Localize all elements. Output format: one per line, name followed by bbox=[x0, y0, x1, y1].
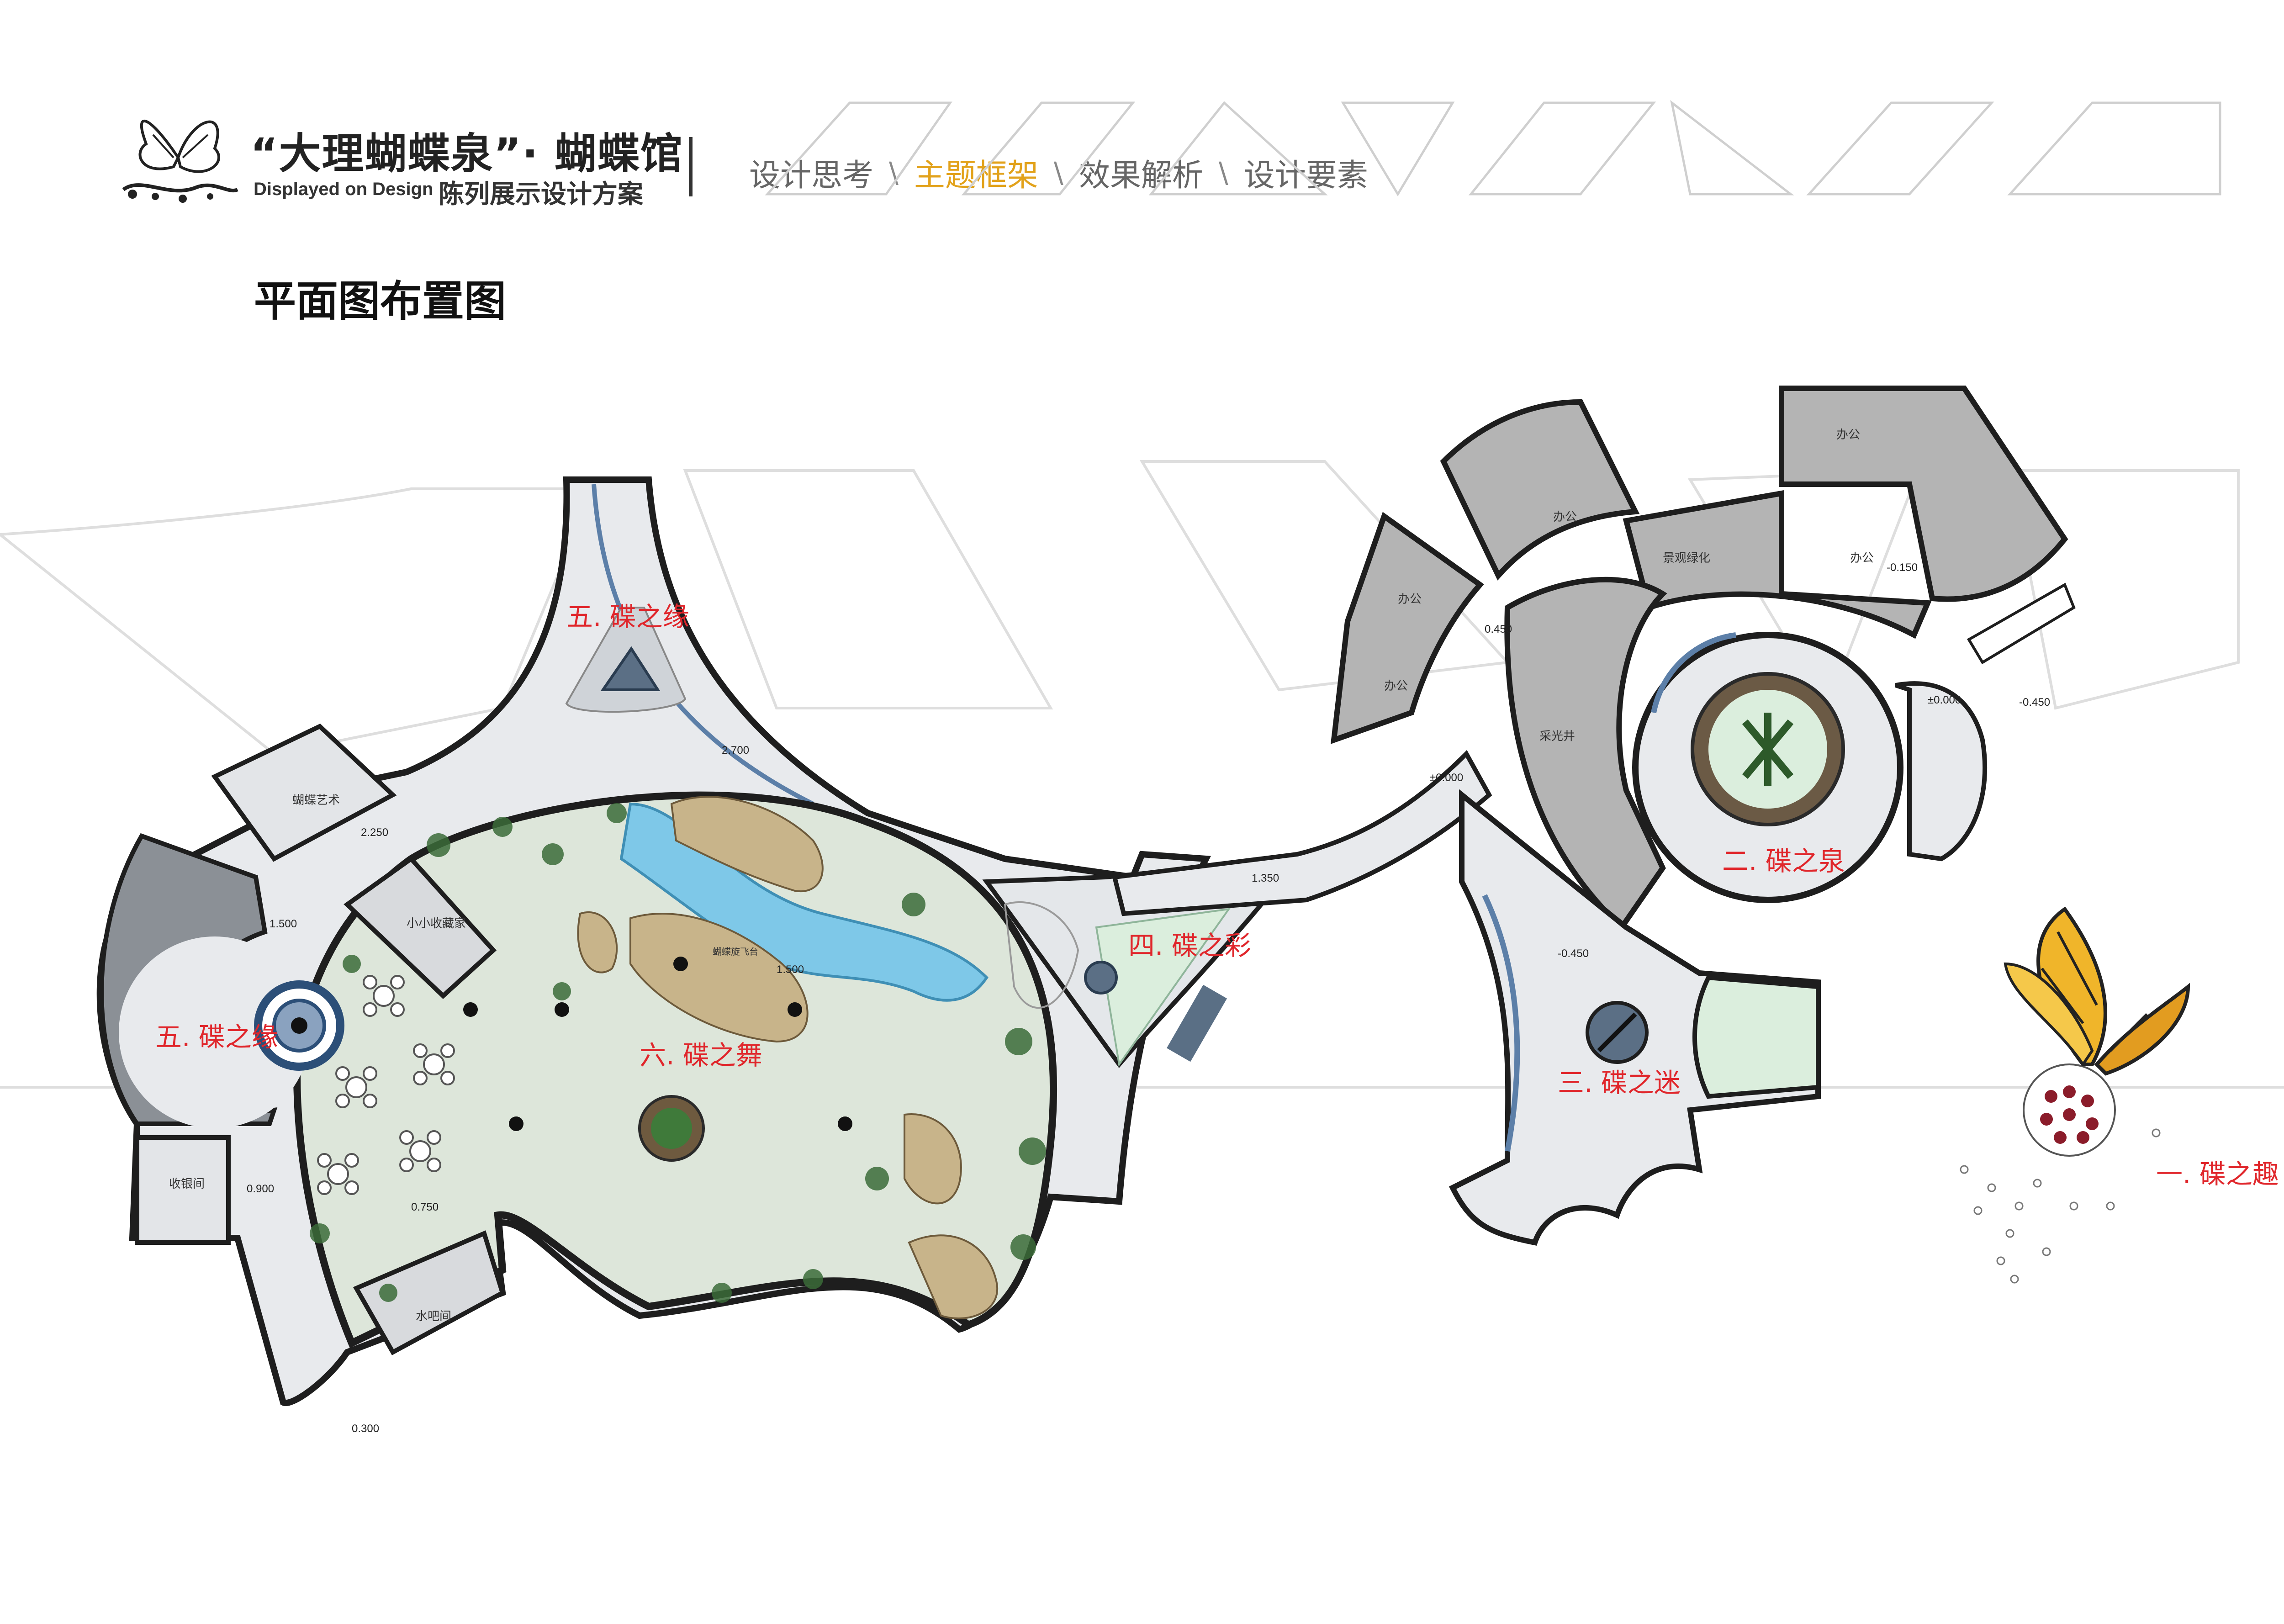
zone1-butterfly-icon bbox=[2004, 906, 2190, 1076]
zone4-label: 四. 碟之彩 bbox=[1128, 930, 1251, 961]
decorative-header-pattern bbox=[765, 100, 2221, 196]
elevation-label: 1.500 bbox=[777, 963, 804, 976]
zone1-label: 一. 碟之趣 bbox=[2156, 1158, 2279, 1190]
skylight-label: 采光井 bbox=[1539, 730, 1575, 743]
water-bar-label: 水吧间 bbox=[416, 1310, 451, 1323]
zone5b-display-center bbox=[291, 1017, 307, 1034]
zone4-grid-floor bbox=[1095, 908, 1231, 1067]
elevation-label: ±0.000 bbox=[1430, 772, 1463, 784]
butterfly-art-label: 蝴蝶艺术 bbox=[292, 793, 340, 807]
room-small-collection bbox=[344, 856, 497, 999]
zone4-display bbox=[1084, 961, 1118, 995]
zone5b-label: 五. 碟之缘 bbox=[155, 1021, 278, 1053]
elevation-label: 1.350 bbox=[1252, 872, 1279, 884]
zone3-blue-trim bbox=[1482, 894, 1520, 1152]
zone5a-triangle-inner bbox=[600, 646, 661, 691]
header-title: “大理蝴蝶泉”· 蝴蝶馆 bbox=[250, 129, 683, 178]
zone3-label: 三. 碟之迷 bbox=[1558, 1067, 1681, 1098]
room-water-bar bbox=[353, 1230, 505, 1355]
elevation-label: 0.900 bbox=[247, 1183, 274, 1195]
zone4-butterfly-motif bbox=[1004, 901, 1079, 1009]
elevation-markers: 2.700 2.250 1.500 1.500 0.900 0.750 0.30… bbox=[247, 561, 2050, 1435]
elevation-label: 0.450 bbox=[1485, 623, 1512, 635]
butterfly-logo-icon bbox=[122, 119, 238, 203]
nav-separator: \ bbox=[1053, 156, 1063, 189]
room-butterfly-art bbox=[211, 724, 397, 862]
rock-outcrop-2 bbox=[629, 913, 809, 1043]
elevation-label: 2.250 bbox=[361, 826, 388, 839]
connector-corridor bbox=[1111, 750, 1492, 916]
columns bbox=[463, 957, 852, 1131]
office-wing-left bbox=[1330, 512, 1484, 744]
office-label: 办公 bbox=[1398, 592, 1422, 606]
office-wing-mid bbox=[1623, 490, 1932, 639]
zone2-center-plant bbox=[1742, 713, 1794, 786]
elevation-label: ±0.000 bbox=[1928, 694, 1961, 706]
landscape-label: 景观绿化 bbox=[1663, 551, 1710, 565]
elevation-label: 1.500 bbox=[270, 918, 297, 930]
nav-item-effect-analysis[interactable]: 效果解析 bbox=[1079, 158, 1203, 194]
top-nav: 设计思考 \ 主题框架 \ 效果解析 \ 设计要素 bbox=[749, 150, 1368, 195]
nav-item-design-thinking[interactable]: 设计思考 bbox=[749, 158, 874, 194]
office-label: 办公 bbox=[1850, 551, 1874, 565]
header-subtitle-cn: 陈列展示设计方案 bbox=[439, 180, 643, 209]
header-divider bbox=[689, 137, 693, 196]
seating-groups bbox=[317, 975, 455, 1195]
cashier-label: 收银间 bbox=[169, 1177, 205, 1191]
zone3-green-room bbox=[1692, 975, 1820, 1099]
zone2-label: 二. 碟之泉 bbox=[1722, 846, 1845, 877]
elevation-label: -0.450 bbox=[1558, 947, 1589, 960]
entrance-ramp bbox=[1967, 582, 2076, 665]
elevation-label: 2.700 bbox=[722, 744, 749, 756]
elevation-label: -0.150 bbox=[1887, 561, 1918, 574]
nav-item-theme-framework[interactable]: 主题框架 bbox=[914, 158, 1038, 194]
rock-outcrop-3 bbox=[577, 911, 618, 973]
zone1-stepping-stones bbox=[1960, 1128, 2161, 1284]
skylight-arc bbox=[1504, 577, 1667, 932]
rock-outcrop-4 bbox=[904, 1113, 962, 1205]
right-entrance bbox=[1895, 681, 1988, 862]
trees bbox=[310, 803, 1046, 1303]
office-wing-upper bbox=[1440, 399, 1640, 581]
elevation-label: -0.450 bbox=[2019, 696, 2050, 709]
zone1-flowers bbox=[2040, 1085, 2099, 1144]
nav-separator: \ bbox=[1218, 156, 1228, 189]
takeoff-label: 蝴蝶旋飞台 bbox=[713, 946, 758, 957]
rock-outcrop-1 bbox=[670, 796, 824, 893]
office-wing-top bbox=[1779, 386, 2068, 602]
zone5b-inner-floor bbox=[119, 936, 311, 1128]
section-title: 平面图布置图 bbox=[254, 277, 507, 326]
office-label: 办公 bbox=[1553, 510, 1577, 524]
header-subtitle-en: Displayed on Design bbox=[254, 179, 434, 199]
zone5a-label: 五. 碟之缘 bbox=[566, 601, 689, 632]
office-label: 办公 bbox=[1836, 428, 1860, 442]
central-planter-inner bbox=[651, 1108, 692, 1149]
rock-outcrop-5 bbox=[908, 1234, 998, 1320]
zone4-display-panel bbox=[1167, 984, 1227, 1062]
small-collection-label: 小小收藏家 bbox=[407, 917, 466, 931]
room-cashier bbox=[135, 1135, 231, 1245]
zone6-label: 六. 碟之舞 bbox=[640, 1040, 762, 1071]
office-label: 办公 bbox=[1384, 679, 1408, 693]
elevation-label: 0.750 bbox=[411, 1201, 439, 1213]
elevation-label: 0.300 bbox=[352, 1423, 379, 1435]
zone2-blue-trim bbox=[1651, 632, 1736, 714]
